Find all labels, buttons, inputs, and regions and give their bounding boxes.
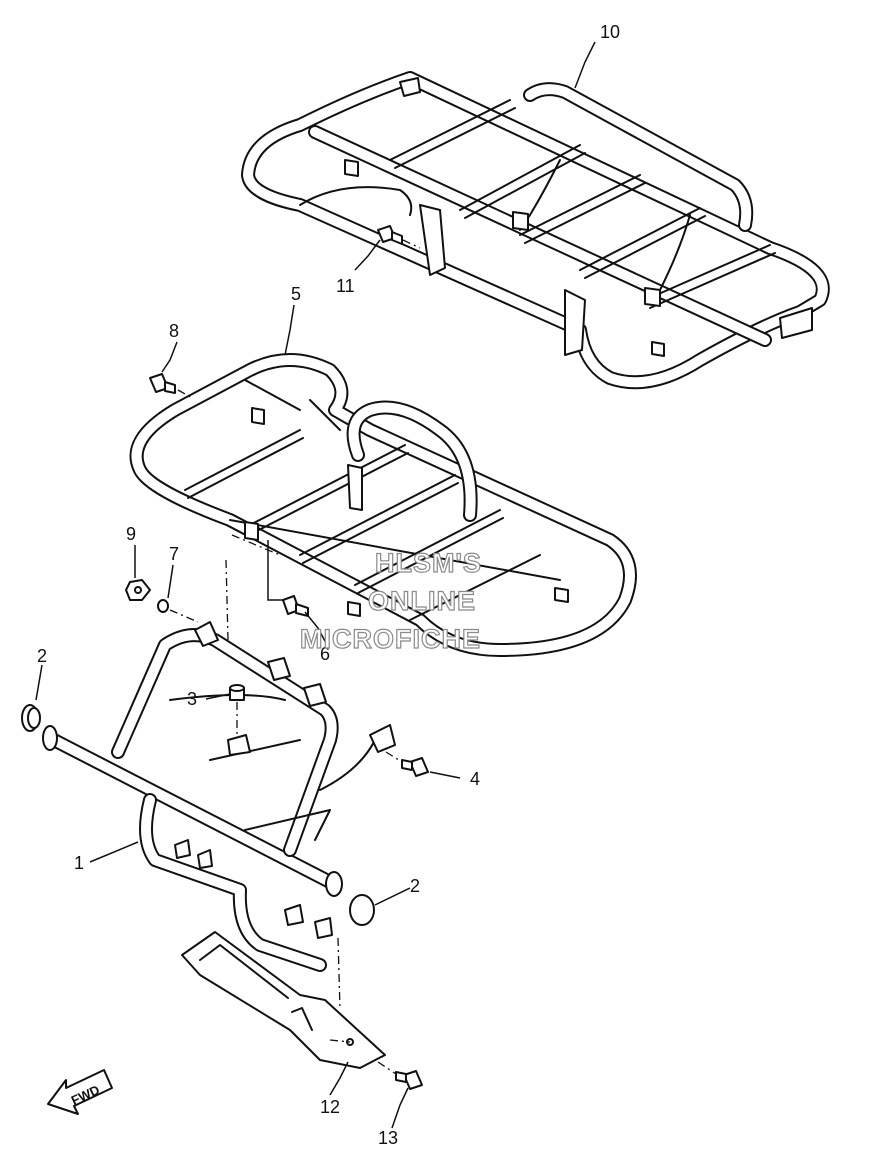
callout-2-right: 2 <box>410 876 420 896</box>
callout-12: 12 <box>320 1097 340 1117</box>
front-carrier <box>129 353 637 657</box>
callout-10: 10 <box>600 22 620 42</box>
cap-2-left <box>21 704 41 732</box>
callout-labels: 10 11 5 8 9 7 6 2 3 4 1 2 12 13 <box>37 22 620 1148</box>
grommet-3 <box>229 684 245 735</box>
washer-7 <box>157 599 199 623</box>
callout-7: 7 <box>169 544 179 564</box>
leader-lines <box>35 41 596 1129</box>
callout-9: 9 <box>126 524 136 544</box>
callout-4: 4 <box>470 769 480 789</box>
bolt-8 <box>149 373 193 399</box>
bolt-4 <box>385 751 429 777</box>
watermark-line-3: MICROFICHE <box>300 624 481 654</box>
callout-8: 8 <box>169 321 179 341</box>
front-guard <box>42 559 396 1011</box>
callout-11: 11 <box>336 276 355 296</box>
cap-2-right <box>349 894 375 926</box>
callout-3: 3 <box>187 689 197 709</box>
callout-13: 13 <box>378 1128 398 1148</box>
bolt-11 <box>377 225 421 249</box>
fwd-direction-arrow: FWD <box>47 1069 113 1115</box>
callout-6: 6 <box>320 644 330 664</box>
nut-9 <box>125 579 151 601</box>
bolt-13 <box>377 1061 423 1090</box>
skid-plate <box>181 931 386 1069</box>
callout-5: 5 <box>291 284 301 304</box>
bolt-6 <box>267 540 309 617</box>
callout-1: 1 <box>74 853 84 873</box>
watermark: HLSM'S ONLINE MICROFICHE <box>299 547 482 654</box>
callout-2-left: 2 <box>37 646 47 666</box>
watermark-line-2: ONLINE <box>368 586 476 616</box>
rear-carrier <box>241 71 830 390</box>
watermark-line-1: HLSM'S <box>375 548 482 578</box>
